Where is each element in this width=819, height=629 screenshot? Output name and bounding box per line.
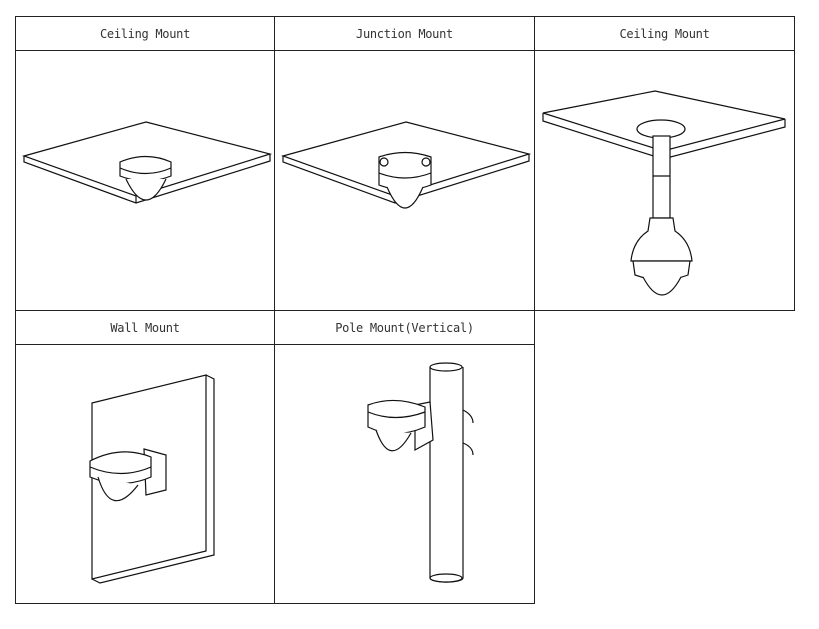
wall-mount-illustration (89, 374, 215, 584)
pole-mount-illustration (367, 362, 474, 583)
image-wall-mount (15, 344, 275, 604)
image-ceiling-pendant-mount (534, 50, 795, 311)
ceiling-pendant-illustration (542, 90, 786, 296)
header-pole-mount-vertical: Pole Mount(Vertical) (274, 310, 535, 345)
header-ceiling-mount: Ceiling Mount (15, 16, 275, 51)
image-ceiling-mount (15, 50, 275, 311)
junction-mount-illustration (281, 121, 532, 209)
ceiling-mount-illustration (22, 121, 273, 204)
header-ceiling-pendant-mount: Ceiling Mount (534, 16, 795, 51)
header-wall-mount: Wall Mount (15, 310, 275, 345)
image-pole-mount-vertical (274, 344, 535, 604)
image-junction-mount (274, 50, 535, 311)
header-junction-mount: Junction Mount (274, 16, 535, 51)
